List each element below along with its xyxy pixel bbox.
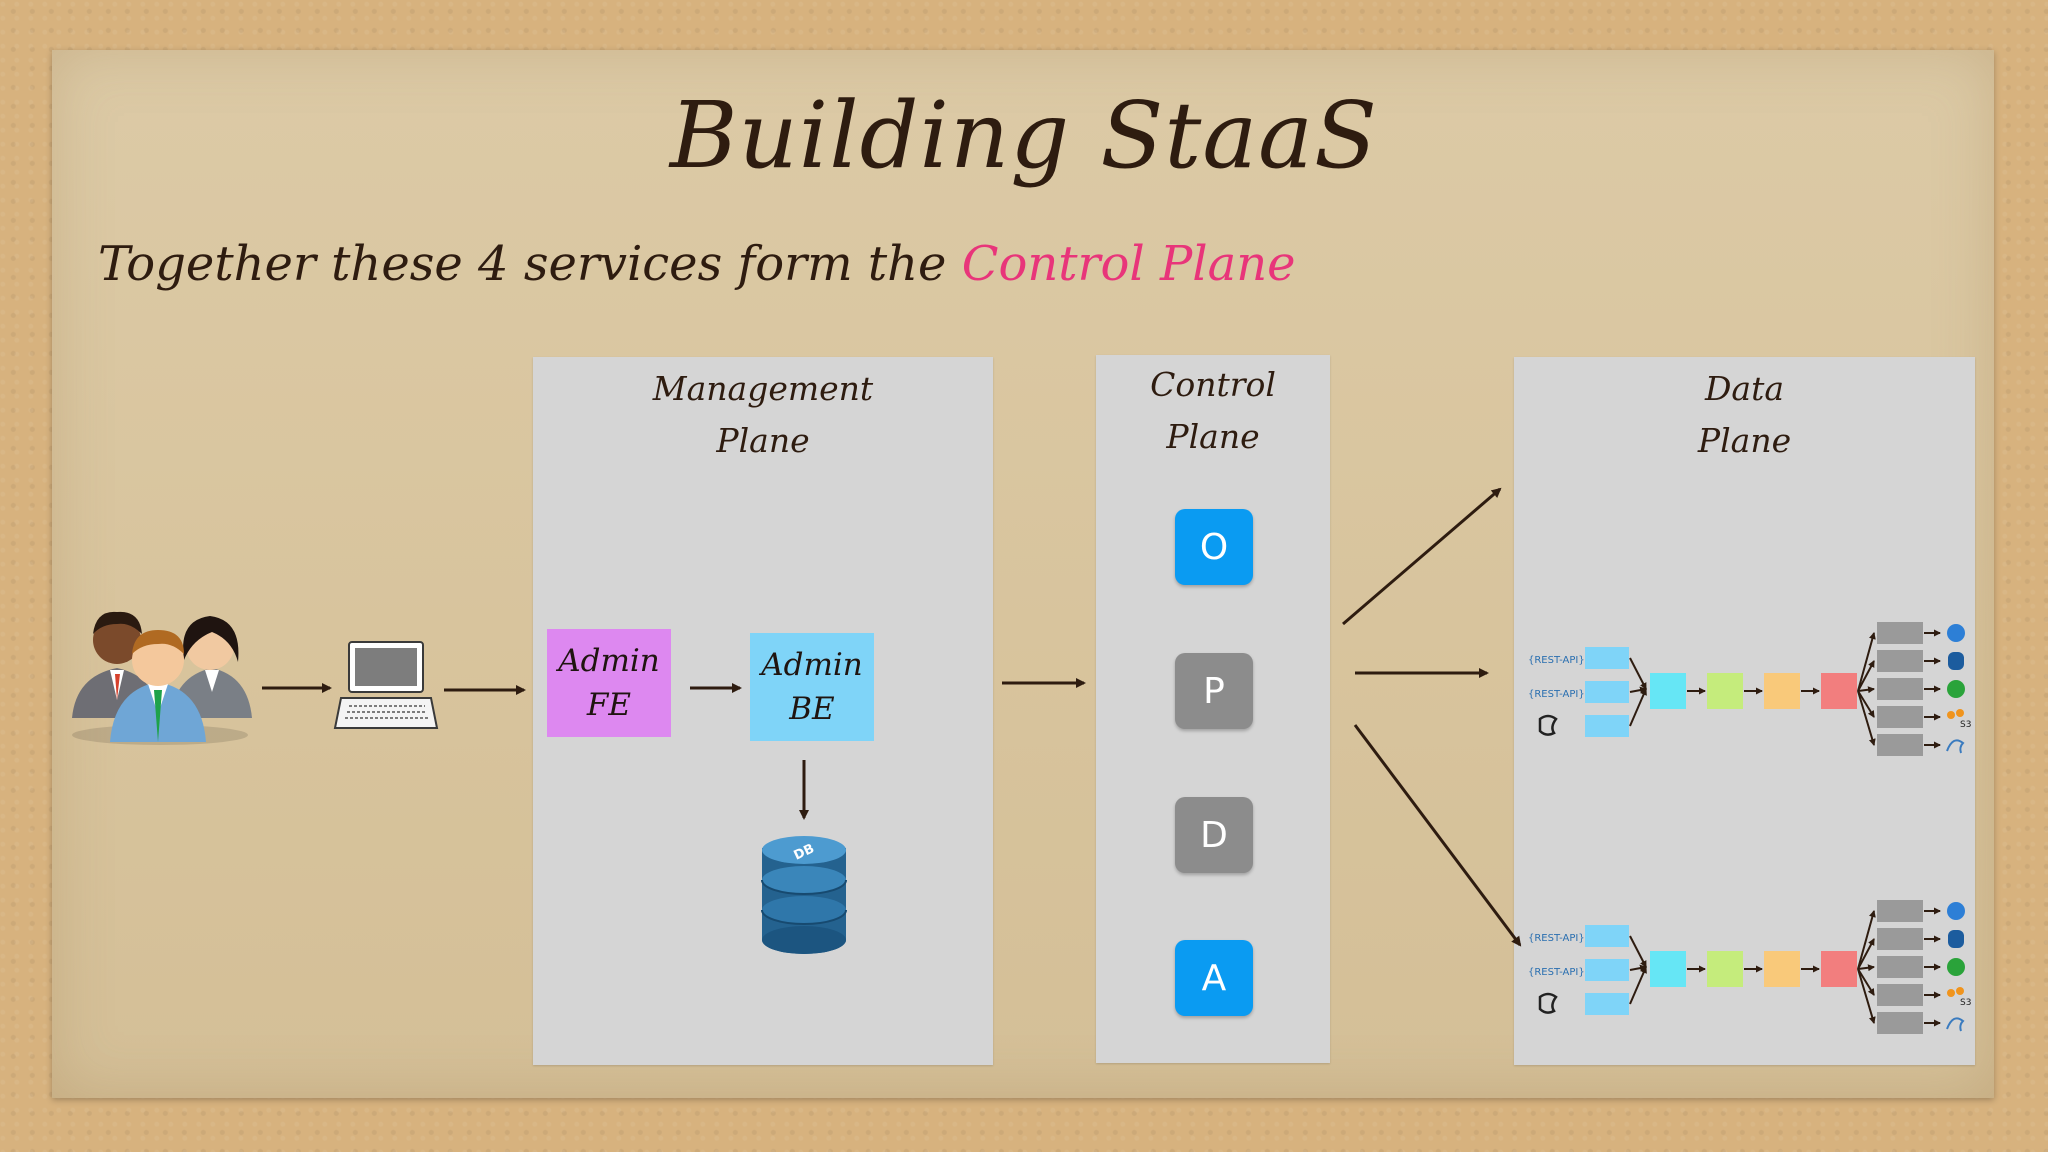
search-sink-icon: [1947, 624, 1965, 642]
s3-label: S3: [1960, 720, 1971, 730]
mysql-sink-icon: [1946, 739, 1965, 754]
fanout-arrow: [1857, 910, 1876, 970]
rest-api-source-label: {REST-API}: [1528, 689, 1585, 700]
merge-arrow: [1629, 686, 1647, 694]
green-sink-icon: [1947, 680, 1965, 698]
arrow-control-to-data-up: [1342, 487, 1502, 626]
s3-sink-icon: [1947, 989, 1955, 997]
admin-fe-line2: FE: [586, 687, 632, 723]
rest-api-source-label: {REST-API}: [1528, 967, 1585, 978]
data-plane-title-line1: Data: [1704, 369, 1785, 408]
data-plane-title: Data Plane: [1514, 363, 1975, 467]
source-queue: [1585, 715, 1629, 737]
sink-queue: [1877, 928, 1923, 950]
data-pipeline-top: {REST-API} {REST-API} S3: [1528, 622, 1971, 756]
slide-title: Building StaaS: [669, 82, 1379, 189]
users-group-icon: [72, 611, 252, 745]
s3-label: S3: [1960, 998, 1971, 1008]
sink-queue: [1877, 706, 1923, 728]
fanout-arrow: [1857, 964, 1875, 972]
rest-api-source-label: {REST-API}: [1528, 933, 1585, 944]
sink-queue: [1877, 622, 1923, 644]
database-sink-icon: [1948, 930, 1964, 948]
admin-be-line1: Admin: [761, 647, 863, 683]
database-sink-icon: [1948, 652, 1964, 670]
rest-api-source-label: {REST-API}: [1528, 655, 1585, 666]
s3-sink-icon-part: [1956, 709, 1964, 717]
sink-queue: [1877, 900, 1923, 922]
s3-sink-icon-part: [1956, 987, 1964, 995]
fanout-arrow: [1857, 690, 1875, 718]
arrow-control-to-data-down: [1353, 724, 1522, 947]
fanout-arrow: [1857, 968, 1875, 996]
pipeline-stage: [1821, 951, 1857, 987]
stream-source-icon: [1538, 992, 1558, 1014]
pipeline-stage: [1650, 951, 1686, 987]
pipeline-stage: [1707, 673, 1743, 709]
admin-fe-box: Admin FE: [547, 629, 671, 737]
control-plane-title-line2: Plane: [1166, 417, 1260, 456]
slide-subtitle: Together these 4 services form the Contr…: [98, 236, 1296, 292]
mysql-sink-icon: [1946, 1017, 1965, 1032]
subtitle-prefix: Together these 4 services form the: [98, 236, 962, 292]
merge-arrow: [1629, 935, 1647, 968]
fanout-arrow: [1857, 938, 1875, 970]
source-queue: [1585, 993, 1629, 1015]
source-queue: [1585, 647, 1629, 669]
control-plane-title: Control Plane: [1096, 359, 1330, 463]
stream-source-icon: [1538, 714, 1558, 736]
management-plane-title-line2: Plane: [716, 421, 810, 460]
pipeline-stage: [1764, 673, 1800, 709]
admin-be-line2: BE: [789, 691, 835, 727]
service-a-button: A: [1175, 940, 1253, 1016]
sink-queue: [1877, 956, 1923, 978]
source-queue: [1585, 681, 1629, 703]
database-icon: DB: [761, 836, 847, 954]
fanout-arrow: [1857, 690, 1876, 746]
management-plane-title-line1: Management: [652, 369, 874, 408]
fanout-arrow: [1857, 632, 1876, 692]
data-pipeline-bottom: {REST-API} {REST-API} S3: [1528, 900, 1971, 1034]
management-plane-title: Management Plane: [533, 363, 993, 467]
sink-queue: [1877, 984, 1923, 1006]
merge-arrow: [1629, 964, 1647, 972]
s3-sink-icon: [1947, 711, 1955, 719]
pipeline-stage: [1764, 951, 1800, 987]
green-sink-icon: [1947, 958, 1965, 976]
admin-be-box: Admin BE: [750, 633, 874, 741]
sink-queue: [1877, 650, 1923, 672]
service-d-button: D: [1175, 797, 1253, 873]
sink-queue: [1877, 734, 1923, 756]
search-sink-icon: [1947, 902, 1965, 920]
fanout-arrow: [1857, 660, 1875, 692]
subtitle-highlight: Control Plane: [961, 236, 1296, 292]
service-p-button: P: [1175, 653, 1253, 729]
fanout-arrow: [1857, 686, 1875, 694]
control-plane-title-line1: Control: [1150, 365, 1276, 404]
laptop-icon: [333, 641, 439, 729]
service-a-letter: A: [1201, 957, 1227, 999]
service-p-letter: P: [1203, 670, 1225, 712]
fanout-arrow: [1857, 968, 1876, 1024]
pipeline-stage: [1707, 951, 1743, 987]
merge-arrow: [1629, 966, 1647, 1005]
merge-arrow: [1629, 657, 1647, 690]
source-queue: [1585, 925, 1629, 947]
merge-arrow: [1629, 688, 1647, 727]
sink-queue: [1877, 1012, 1923, 1034]
service-o-button: O: [1175, 509, 1253, 585]
admin-fe-line1: Admin: [558, 643, 660, 679]
source-queue: [1585, 959, 1629, 981]
sink-queue: [1877, 678, 1923, 700]
pipeline-stage: [1650, 673, 1686, 709]
pipeline-stage: [1821, 673, 1857, 709]
service-o-letter: O: [1199, 526, 1229, 568]
service-d-letter: D: [1200, 814, 1228, 856]
data-plane-title-line2: Plane: [1697, 421, 1792, 460]
